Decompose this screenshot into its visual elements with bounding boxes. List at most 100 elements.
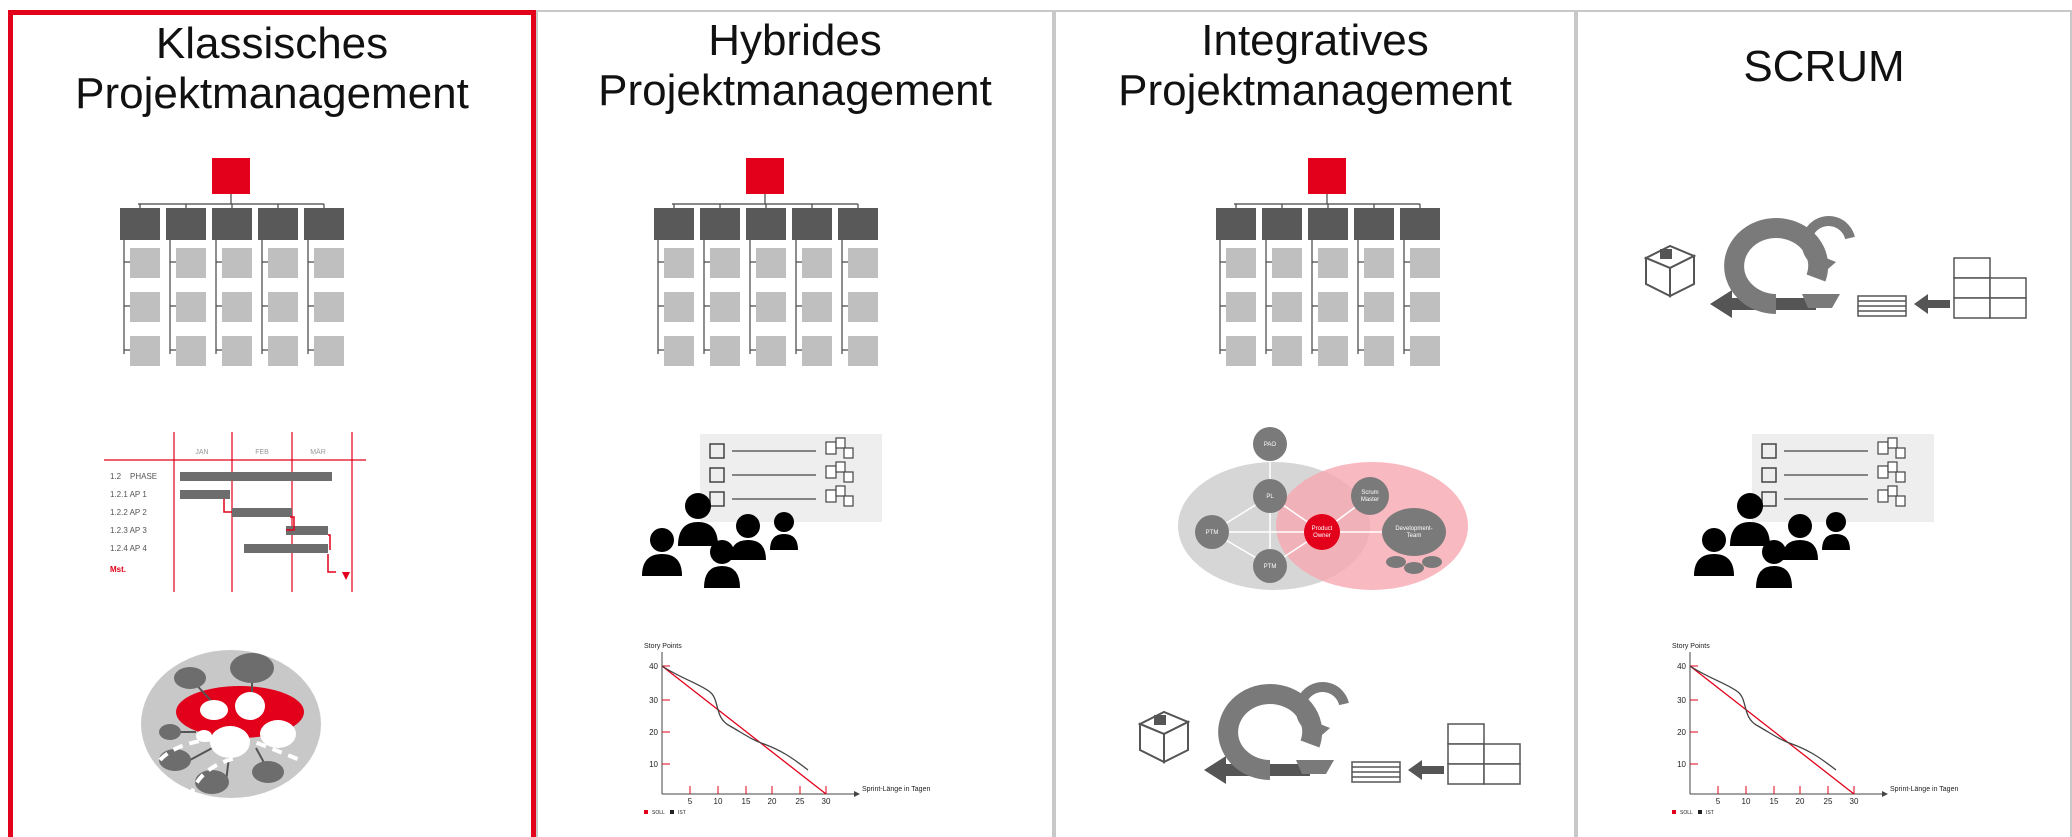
org-header-box xyxy=(1308,208,1348,240)
org-header-box xyxy=(1354,208,1394,240)
burndown-ylabel: Story Points xyxy=(644,643,682,650)
burndown-xlabel: Sprint-Länge in Tagen xyxy=(1890,786,1958,793)
org-header-box xyxy=(1400,208,1440,240)
org-item-box xyxy=(222,292,252,322)
x-tick-15: 15 xyxy=(1770,797,1779,806)
org-item-box xyxy=(756,336,786,366)
x-tick-15: 15 xyxy=(742,797,751,806)
role-po-2: Owner xyxy=(1313,533,1331,539)
gantt-month-mar: MÄR xyxy=(310,448,326,456)
org-item-box xyxy=(314,292,344,322)
org-item-box xyxy=(1318,248,1348,278)
role-po-1: Product xyxy=(1312,526,1333,532)
y-tick-20: 20 xyxy=(649,728,658,737)
org-chart-integrativ xyxy=(1216,158,1440,366)
column-title-scrum: SCRUM xyxy=(1743,42,1905,91)
x-tick-5: 5 xyxy=(1716,797,1721,806)
x-tick-20: 20 xyxy=(1796,797,1805,806)
scrum-cycle-scrum xyxy=(1643,216,2027,319)
x-tick-5: 5 xyxy=(688,797,693,806)
org-top-node xyxy=(1308,158,1346,194)
org-item-box xyxy=(710,248,740,278)
column-scrum[interactable]: SCRUM xyxy=(1576,10,2072,837)
org-header-box xyxy=(166,208,206,240)
org-item-box xyxy=(1272,248,1302,278)
org-item-box xyxy=(710,292,740,322)
gantt-chart: JAN FEB MÄR 1.2 PHASE 1.2.1 AP 1 1.2.2 A… xyxy=(104,432,366,592)
org-item-box xyxy=(176,292,206,322)
org-item-box xyxy=(314,248,344,278)
legend-ist: IST xyxy=(1706,810,1714,816)
org-header-box xyxy=(1216,208,1256,240)
burndown-xlabel: Sprint-Länge in Tagen xyxy=(862,786,930,793)
org-header-box xyxy=(838,208,878,240)
org-item-box xyxy=(130,292,160,322)
org-item-box xyxy=(130,336,160,366)
role-ptm-bottom: PTM xyxy=(1264,564,1277,570)
org-item-box xyxy=(802,248,832,278)
org-header-box xyxy=(792,208,832,240)
org-header-box xyxy=(1262,208,1302,240)
org-item-box xyxy=(176,248,206,278)
y-tick-30: 30 xyxy=(1677,696,1686,705)
org-item-box xyxy=(756,292,786,322)
org-top-node xyxy=(746,158,784,194)
org-header-box xyxy=(212,208,252,240)
x-tick-30: 30 xyxy=(822,797,831,806)
network-bubbles-diagram xyxy=(141,650,321,799)
org-top-node xyxy=(212,158,250,194)
org-item-box xyxy=(848,248,878,278)
task-board-team-scrum xyxy=(1694,434,1934,588)
roles-venn-diagram: PAO PL PTM PTM Product Owner Scrum Maste… xyxy=(1178,427,1468,590)
gantt-row-ap3: 1.2.3 AP 3 xyxy=(110,526,147,535)
gantt-row-ap4: 1.2.4 AP 4 xyxy=(110,544,147,553)
role-sm-1: Scrum xyxy=(1361,490,1378,496)
org-item-box xyxy=(1226,248,1256,278)
legend-soll: SOLL xyxy=(1680,810,1693,816)
gantt-month-feb: FEB xyxy=(255,449,269,456)
org-item-box xyxy=(848,336,878,366)
org-item-box xyxy=(130,248,160,278)
org-header-box xyxy=(258,208,298,240)
y-tick-40: 40 xyxy=(1677,662,1686,671)
x-tick-10: 10 xyxy=(1742,797,1751,806)
org-item-box xyxy=(268,248,298,278)
org-item-box xyxy=(268,336,298,366)
legend-soll: SOLL xyxy=(652,810,665,816)
task-board-team-hybrid xyxy=(642,434,882,588)
y-tick-40: 40 xyxy=(649,662,658,671)
role-pl: PL xyxy=(1266,494,1274,500)
role-pao: PAO xyxy=(1264,442,1277,448)
org-item-box xyxy=(1226,336,1256,366)
scrum-cycle-integrativ xyxy=(1137,682,1521,785)
org-item-box xyxy=(1364,336,1394,366)
org-item-box xyxy=(1318,336,1348,366)
org-header-box xyxy=(700,208,740,240)
org-item-box xyxy=(710,336,740,366)
y-tick-10: 10 xyxy=(1677,760,1686,769)
gantt-row-ap2: 1.2.2 AP 2 xyxy=(110,508,147,517)
gantt-row-phase: 1.2 PHASE xyxy=(110,472,157,481)
org-item-box xyxy=(314,336,344,366)
org-item-box xyxy=(1272,336,1302,366)
org-item-box xyxy=(222,248,252,278)
org-item-box xyxy=(176,336,206,366)
x-tick-10: 10 xyxy=(714,797,723,806)
org-item-box xyxy=(802,292,832,322)
org-item-box xyxy=(664,248,694,278)
role-dev-2: Team xyxy=(1407,533,1422,539)
x-tick-25: 25 xyxy=(1824,797,1833,806)
gantt-month-jan: JAN xyxy=(195,449,208,456)
org-item-box xyxy=(1272,292,1302,322)
x-tick-20: 20 xyxy=(768,797,777,806)
y-tick-30: 30 xyxy=(649,696,658,705)
burndown-chart-scrum: Story Points 10 20 30 40 5 10 15 20 25 3… xyxy=(1672,643,1958,816)
gantt-row-ap1: 1.2.1 AP 1 xyxy=(110,490,147,499)
org-item-box xyxy=(664,336,694,366)
org-chart-klassisch xyxy=(120,158,344,366)
